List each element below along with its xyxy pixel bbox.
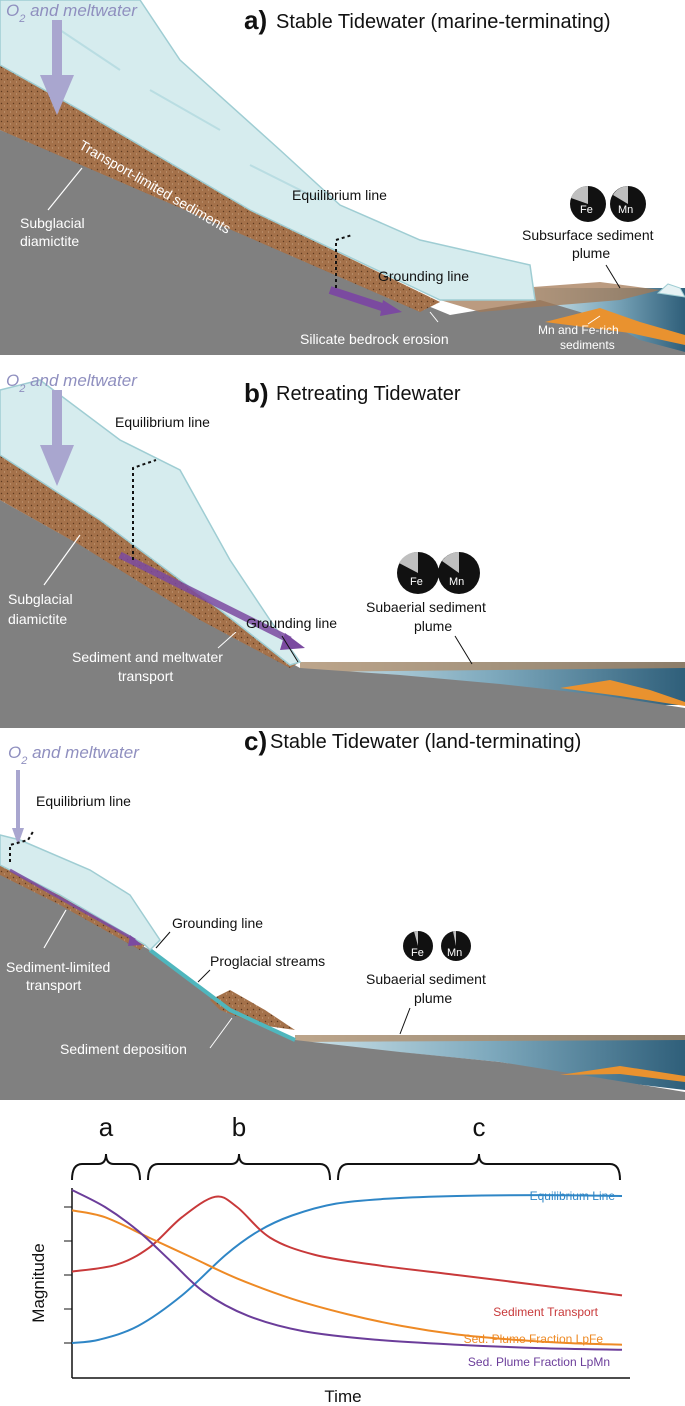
bracket-label-c: c <box>473 1112 486 1142</box>
proglacial-streams <box>148 948 296 1042</box>
svg-text:Fe: Fe <box>410 576 423 588</box>
equilibrium-label: Equilibrium line <box>115 414 210 430</box>
series-line-equilibrium-line <box>71 1194 623 1344</box>
o2-label: O2 and meltwater <box>8 743 140 767</box>
svg-text:Fe: Fe <box>580 204 593 216</box>
diamictite-label-1: Subglacial <box>20 215 85 231</box>
bracket-label-a: a <box>99 1112 114 1142</box>
orange-sediment <box>560 1066 685 1082</box>
series-line-sed-plume-fraction-lpfe <box>71 1209 623 1346</box>
limited-label-2: transport <box>26 977 81 993</box>
bedrock <box>0 130 685 355</box>
plume-label-1: Subaerial sediment <box>366 599 486 615</box>
o2-label: O2 and meltwater <box>6 1 138 25</box>
pie-fe-a: Fe <box>570 185 606 222</box>
svg-text:Mn: Mn <box>618 204 633 216</box>
bracket-label-b: b <box>232 1112 246 1142</box>
panel-b-letter: b) <box>244 378 269 408</box>
diamictite-label-2: diamictite <box>20 233 79 249</box>
transport-label-1: Sediment and meltwater <box>72 649 223 665</box>
plume-label-2: plume <box>414 990 452 1006</box>
plume-label-2: plume <box>414 618 452 634</box>
equilibrium-label: Equilibrium line <box>36 793 131 809</box>
pie-mn-a: Mn <box>610 186 646 222</box>
panel-b-title: Retreating Tidewater <box>276 383 461 405</box>
bracket-c <box>337 1153 621 1181</box>
bedrock <box>0 870 685 1100</box>
mnfe-label-1: Mn and Fe-rich <box>538 323 619 337</box>
iceberg <box>656 283 685 298</box>
panel-c-title: Stable Tidewater (land-terminating) <box>270 731 581 753</box>
diamictite-label-2: diamictite <box>8 611 67 627</box>
series-lines <box>71 1189 623 1351</box>
meltwater-flow-arrow <box>328 286 387 312</box>
plume-label-2: plume <box>572 245 610 261</box>
series-label: Sediment Transport <box>493 1305 598 1319</box>
panel-b: O2 and meltwater b) Retreating Tidewater… <box>0 371 685 728</box>
pie-mn-c: Mn <box>441 931 471 961</box>
phase-brackets: a b c <box>71 1112 621 1181</box>
plume-surface <box>295 1035 685 1042</box>
panel-a-title: Stable Tidewater (marine-terminating) <box>276 11 611 33</box>
series-label: Sed. Plume Fraction LpMn <box>468 1355 610 1369</box>
plume-label-1: Subaerial sediment <box>366 971 486 987</box>
series-line-sed-plume-fraction-lpmn <box>71 1189 623 1351</box>
series-line-sediment-transport <box>71 1195 623 1297</box>
silicate-label: Silicate bedrock erosion <box>300 331 449 347</box>
pie-mn-b: Mn <box>438 552 480 594</box>
panel-c-letter: c) <box>244 726 267 756</box>
meltwater-flow-arrow <box>118 551 292 644</box>
panel-c: O2 and meltwater c) Stable Tidewater (la… <box>0 726 685 1100</box>
glacier-ice <box>0 0 536 301</box>
y-axis-label: Magnitude <box>29 1243 48 1322</box>
o2-label: O2 and meltwater <box>6 371 138 395</box>
y-ticks <box>64 1206 72 1344</box>
panel-a: O2 and meltwater a) Stable Tidewater (ma… <box>0 0 685 355</box>
mn-fe-rich-sediments <box>545 308 685 345</box>
x-axis-label: Time <box>324 1387 361 1406</box>
grounding-label: Grounding line <box>172 915 263 931</box>
svg-text:Mn: Mn <box>447 947 462 959</box>
bracket-b <box>147 1153 331 1181</box>
series-label: Sed. Plume Fraction LpFe <box>464 1332 604 1346</box>
limited-label-1: Sediment-limited <box>6 959 110 975</box>
transport-label-2: transport <box>118 668 173 684</box>
transport-limited-sediments <box>0 65 440 312</box>
series-label: Equilibrium Line <box>530 1189 616 1203</box>
equilibrium-label: Equilibrium line <box>292 187 387 203</box>
deposited-sediment <box>210 990 295 1030</box>
grounding-label: Grounding line <box>378 268 469 284</box>
diamictite-label-1: Subglacial <box>8 591 73 607</box>
pie-fe-c: Fe <box>403 930 433 961</box>
plume-label-1: Subsurface sediment <box>522 227 654 243</box>
panel-a-letter: a) <box>244 5 267 35</box>
svg-text:Fe: Fe <box>411 947 424 959</box>
orange-sediment <box>560 680 685 706</box>
svg-text:Mn: Mn <box>449 576 464 588</box>
plume-surface <box>300 662 685 672</box>
meltwater-flow-arrow <box>9 868 136 942</box>
grounding-label: Grounding line <box>246 615 337 631</box>
bedrock <box>0 500 685 728</box>
subsurface-plume <box>440 282 660 312</box>
deposition-label: Sediment deposition <box>60 1041 187 1057</box>
pie-fe-b: Fe <box>397 551 439 594</box>
bracket-a <box>71 1153 141 1181</box>
mnfe-label-2: sediments <box>560 338 615 352</box>
proglacial-label: Proglacial streams <box>210 953 325 969</box>
